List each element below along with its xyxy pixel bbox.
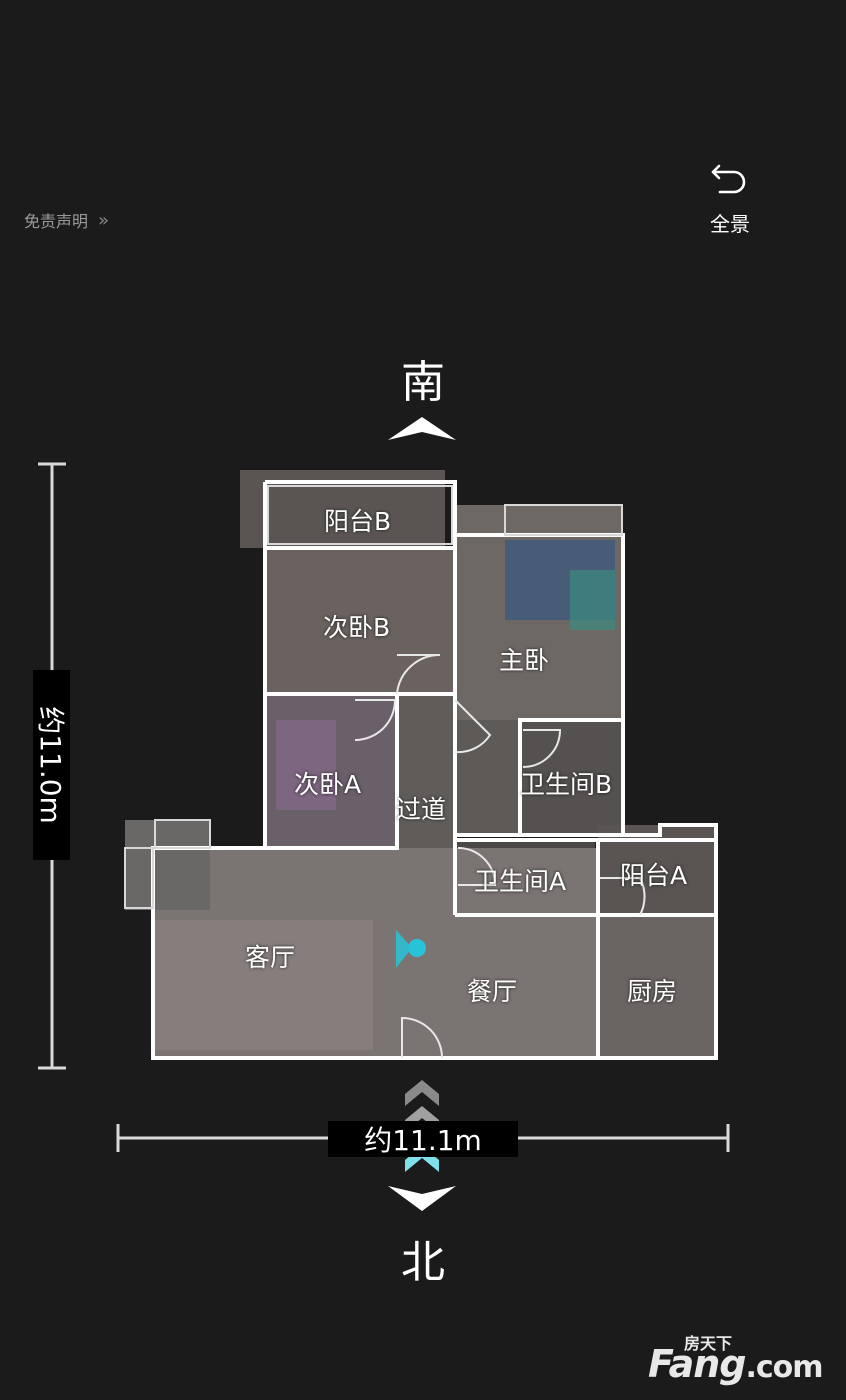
fullview-label: 全景 (710, 212, 750, 236)
room-living-room[interactable]: 客厅 (245, 943, 296, 972)
position-marker-icon (396, 930, 426, 968)
north-chevron-icon (388, 1186, 456, 1211)
room-second-bedroom-a[interactable]: 次卧A (294, 770, 362, 799)
watermark-suffix: .com (745, 1350, 824, 1385)
room-bathroom-b[interactable]: 卫生间B (520, 770, 613, 799)
fullview-button[interactable]: 全景 (700, 158, 760, 237)
room-second-bedroom-b[interactable]: 次卧B (323, 613, 391, 642)
room-balcony-b[interactable]: 阳台B (324, 507, 392, 536)
door-swings (354, 653, 646, 1059)
vertical-dimension-text: 约11.0m (33, 706, 67, 824)
room-master-bedroom[interactable]: 主卧 (499, 646, 550, 675)
room-kitchen[interactable]: 厨房 (627, 977, 678, 1006)
vertical-dimension-label: 约11.0m (33, 670, 70, 860)
watermark-cn: 房天下 (684, 1334, 733, 1353)
room-bathroom-a[interactable]: 卫生间A (474, 867, 567, 896)
watermark-en-text: Fang (648, 1342, 746, 1386)
room-corridor[interactable]: 过道 (396, 795, 447, 824)
horizontal-dimension-label: 约11.1m (328, 1121, 518, 1157)
compass-north-label: 北 (401, 1237, 445, 1288)
windows (124, 485, 623, 909)
watermark-en: Fang.com (648, 1342, 824, 1386)
south-chevron-icon (388, 417, 456, 440)
room-dining-room[interactable]: 餐厅 (467, 977, 518, 1006)
undo-arrow-icon (711, 164, 746, 194)
room-balcony-a[interactable]: 阳台A (620, 861, 688, 890)
room-fills (125, 470, 716, 1058)
disclaimer-label: 免责声明 (24, 212, 89, 231)
compass-south-label: 南 (401, 357, 445, 408)
disclaimer-link[interactable]: 免责声明 » (24, 208, 109, 232)
chevron-right-icon: » (98, 209, 110, 231)
fang-watermark-logo: 房天下 Fang.com (648, 1330, 833, 1390)
